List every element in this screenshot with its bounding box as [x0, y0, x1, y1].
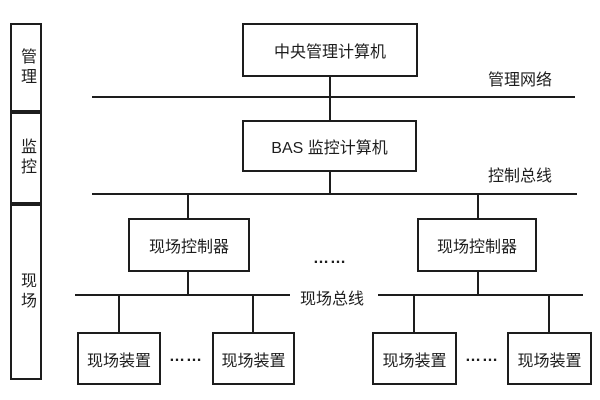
- central-management-computer-node: 中央管理计算机: [242, 23, 418, 77]
- management-network-line: [92, 96, 575, 98]
- level-label-field: 现场: [18, 272, 35, 312]
- level-box-management: 管理: [10, 23, 42, 112]
- field-bus-left-line: [75, 294, 290, 296]
- field-bus-right-line: [378, 294, 583, 296]
- field-bus-label: 现场总线: [299, 291, 364, 308]
- connector-field-bus-to-device-1: [118, 296, 120, 332]
- field-device-1-label: 现场装置: [86, 352, 151, 370]
- field-device-4-node: 现场装置: [507, 332, 592, 385]
- field-device-3-label: 现场装置: [382, 352, 447, 370]
- control-bus-label: 控制总线: [487, 168, 552, 185]
- level-box-field: 现场: [10, 204, 42, 380]
- ellipsis-between-devices-right: ……: [465, 348, 499, 365]
- level-box-monitoring: 监控: [10, 112, 42, 204]
- field-device-3-node: 现场装置: [372, 332, 457, 385]
- connector-network-to-bas: [329, 98, 331, 121]
- field-device-2-label: 现场装置: [221, 352, 286, 370]
- connector-bas-to-control-bus: [329, 172, 331, 195]
- connector-central-to-network: [329, 77, 331, 98]
- central-management-computer-label: 中央管理计算机: [273, 44, 386, 61]
- level-label-management: 管理: [18, 47, 35, 88]
- bas-monitoring-computer-label: BAS 监控计算机: [271, 140, 388, 157]
- control-bus-line: [92, 193, 577, 195]
- field-device-2-node: 现场装置: [212, 332, 295, 385]
- connector-field-bus-to-device-3: [413, 296, 415, 332]
- connector-field-bus-to-device-2: [252, 296, 254, 332]
- connector-controller-left-to-field-bus: [187, 272, 189, 296]
- bas-monitoring-computer-node: BAS 监控计算机: [242, 120, 417, 172]
- level-label-monitoring: 监控: [18, 138, 35, 178]
- connector-field-bus-to-device-4: [548, 296, 550, 332]
- field-controller-right-node: 现场控制器: [417, 218, 537, 272]
- ellipsis-between-controllers: ……: [313, 250, 347, 267]
- field-controller-left-label: 现场控制器: [148, 239, 229, 256]
- field-controller-left-node: 现场控制器: [128, 218, 250, 272]
- connector-control-bus-to-controller-left: [187, 195, 189, 218]
- field-device-1-node: 现场装置: [77, 332, 161, 385]
- field-controller-right-label: 现场控制器: [436, 239, 517, 256]
- ellipsis-between-devices-left: ……: [169, 348, 203, 365]
- field-device-4-label: 现场装置: [517, 352, 582, 370]
- connector-control-bus-to-controller-right: [477, 195, 479, 218]
- management-network-label: 管理网络: [487, 72, 552, 89]
- connector-controller-right-to-field-bus: [477, 272, 479, 296]
